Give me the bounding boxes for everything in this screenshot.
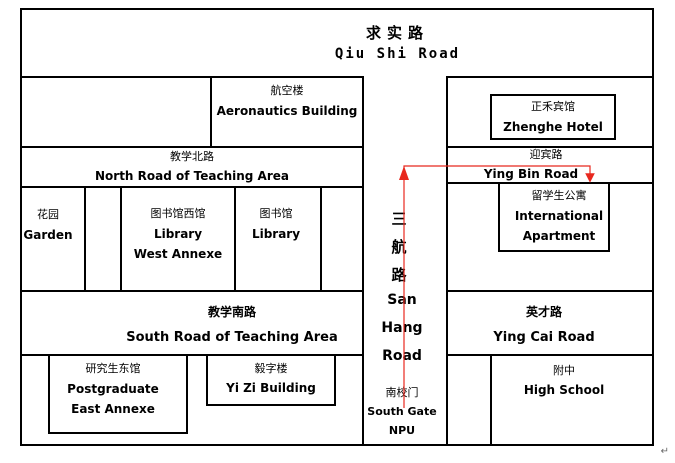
garden-en: Garden <box>23 228 73 242</box>
sanhang-en2: Hang <box>381 320 423 336</box>
road-qiushi-en: Qiu Shi Road <box>334 46 461 62</box>
yingbin-cn: 迎宾路 <box>529 148 563 161</box>
route-path <box>403 165 595 408</box>
aeronautics-en: Aeronautics Building <box>216 104 358 118</box>
library-en: Library <box>251 227 301 241</box>
postgrad-en1: Postgraduate <box>67 382 159 396</box>
yizi-cn: 毅字楼 <box>254 362 288 375</box>
garden-cn: 花园 <box>37 208 59 221</box>
gate-en2: NPU <box>388 424 416 437</box>
north-teaching-en: North Road of Teaching Area <box>94 169 289 183</box>
yizi-en: Yi Zi Building <box>226 381 316 395</box>
postgrad-en2: East Annexe <box>71 402 155 416</box>
building-high-school <box>490 354 654 446</box>
sanhang-en1: San <box>387 292 417 308</box>
library-west-cn: 图书馆西馆 <box>150 207 206 220</box>
route-up-arrowhead <box>399 166 409 180</box>
building-library <box>234 186 322 292</box>
gate-en1: South Gate <box>367 405 437 418</box>
yingcai-en: Ying Cai Road <box>493 330 595 345</box>
block-library-east <box>320 186 364 292</box>
zhenghe-en: Zhenghe Hotel <box>503 120 603 134</box>
library-cn: 图书馆 <box>259 207 293 220</box>
intl-apartment-en2: Apartment <box>522 229 596 243</box>
south-teaching-en: South Road of Teaching Area <box>126 330 338 345</box>
library-west-en2: West Annexe <box>133 247 223 261</box>
building-postgrad <box>48 354 188 434</box>
south-teaching-cn: 教学南路 <box>207 305 256 319</box>
north-teaching-cn: 教学北路 <box>170 150 214 163</box>
yingcai-cn: 英才路 <box>525 305 562 319</box>
road-qiushi-cn: 求实路 <box>365 24 429 42</box>
high-school-en: High School <box>523 383 605 397</box>
building-aeronautics <box>210 76 364 148</box>
zhenghe-cn: 正禾宾馆 <box>531 100 575 113</box>
sanhang-cn3: 路 <box>391 266 407 284</box>
yingbin-en: Ying Bin Road <box>483 167 579 181</box>
intl-apartment-en1: International <box>514 209 604 223</box>
sanhang-en3: Road <box>382 348 422 364</box>
library-west-en1: Library <box>153 227 203 241</box>
high-school-cn: 附中 <box>553 364 575 377</box>
building-garden <box>20 186 86 292</box>
sanhang-cn1: 三 <box>391 210 407 228</box>
return-mark: ↵ <box>660 446 669 457</box>
building-intl-apartment <box>498 182 610 252</box>
gate-cn: 南校门 <box>385 386 419 399</box>
postgrad-cn: 研究生东馆 <box>85 362 141 375</box>
intl-apartment-cn: 留学生公寓 <box>531 189 587 202</box>
sanhang-cn2: 航 <box>391 238 407 256</box>
building-zhenghe <box>490 94 616 140</box>
aeronautics-cn: 航空楼 <box>270 84 304 97</box>
building-yizi <box>206 354 336 406</box>
